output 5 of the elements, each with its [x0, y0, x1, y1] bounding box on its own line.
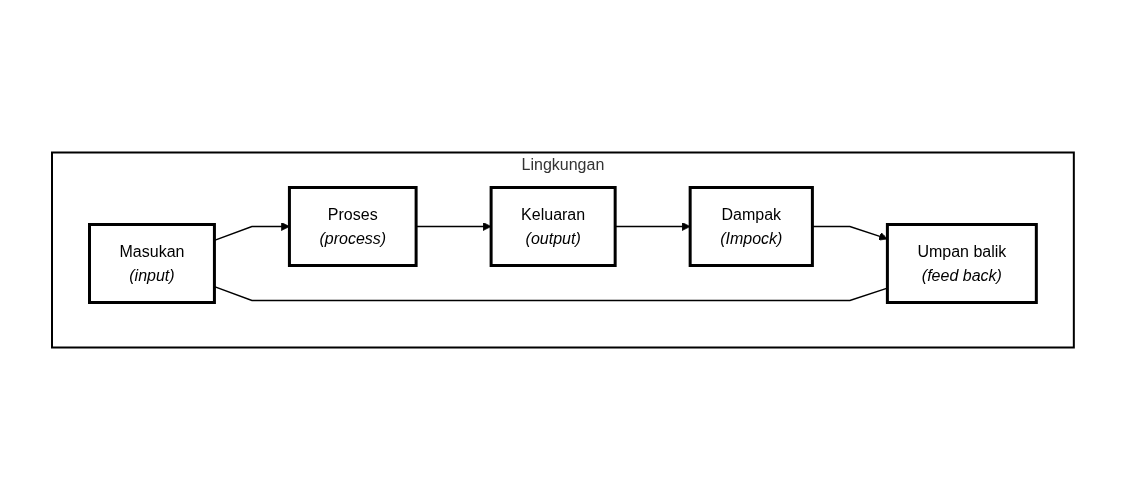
node-box: Masukan (input)	[88, 223, 216, 304]
node-box: Umpan balik (feed back)	[885, 223, 1038, 304]
node-box: Dampak (Impock)	[688, 186, 814, 267]
node-box: Proses (process)	[288, 186, 418, 267]
node-box: Keluaran (output)	[489, 186, 617, 267]
